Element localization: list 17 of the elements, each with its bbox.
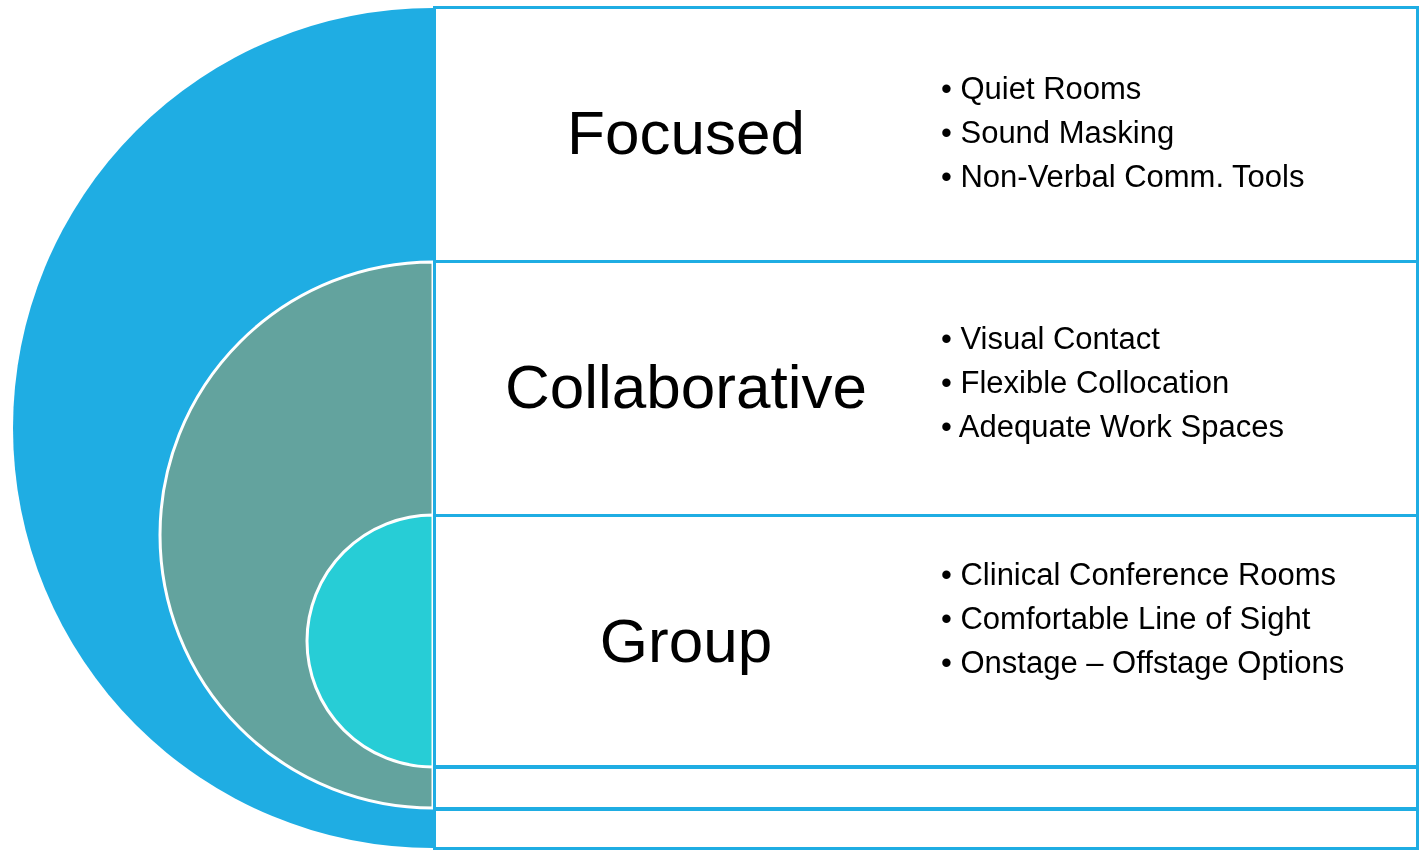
bullet-item: • Adequate Work Spaces bbox=[941, 408, 1284, 446]
bullet-item: • Visual Contact bbox=[941, 320, 1160, 358]
bullet-item: • Sound Masking bbox=[941, 114, 1175, 152]
bullet-item: • Quiet Rooms bbox=[941, 70, 1142, 108]
bullet-item: • Flexible Collocation bbox=[941, 364, 1230, 402]
empty-band bbox=[433, 766, 1419, 810]
band-heading: Collaborative bbox=[504, 351, 868, 422]
category-band bbox=[433, 514, 1419, 768]
category-band bbox=[433, 260, 1419, 517]
bullet-item: • Comfortable Line of Sight bbox=[941, 600, 1311, 638]
bullet-item: • Non-Verbal Comm. Tools bbox=[941, 158, 1305, 196]
category-band bbox=[433, 6, 1419, 263]
bullet-item: • Clinical Conference Rooms bbox=[941, 556, 1337, 594]
band-heading: Focused bbox=[566, 97, 806, 168]
band-heading: Group bbox=[598, 605, 774, 676]
bullet-item: • Onstage – Offstage Options bbox=[941, 644, 1345, 682]
empty-band bbox=[433, 808, 1419, 850]
